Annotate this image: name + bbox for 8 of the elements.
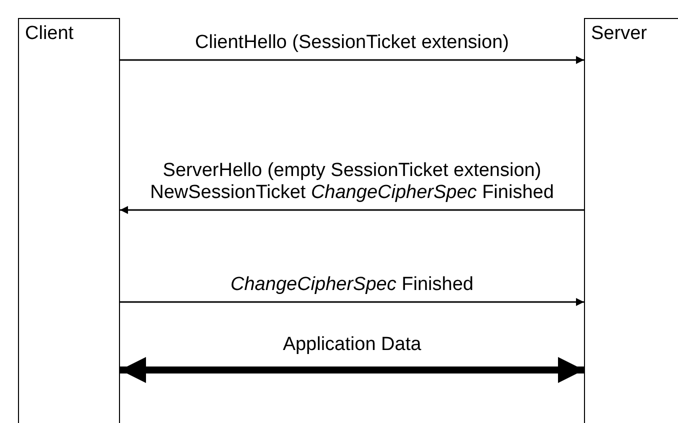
lifeline-box bbox=[18, 18, 120, 423]
arrow bbox=[120, 357, 584, 383]
participant-label: Server bbox=[591, 23, 647, 45]
arrow bbox=[120, 298, 584, 306]
arrow bbox=[120, 56, 584, 64]
participant-label: Client bbox=[25, 23, 74, 45]
arrow bbox=[120, 206, 584, 214]
lifeline-box bbox=[584, 18, 678, 423]
